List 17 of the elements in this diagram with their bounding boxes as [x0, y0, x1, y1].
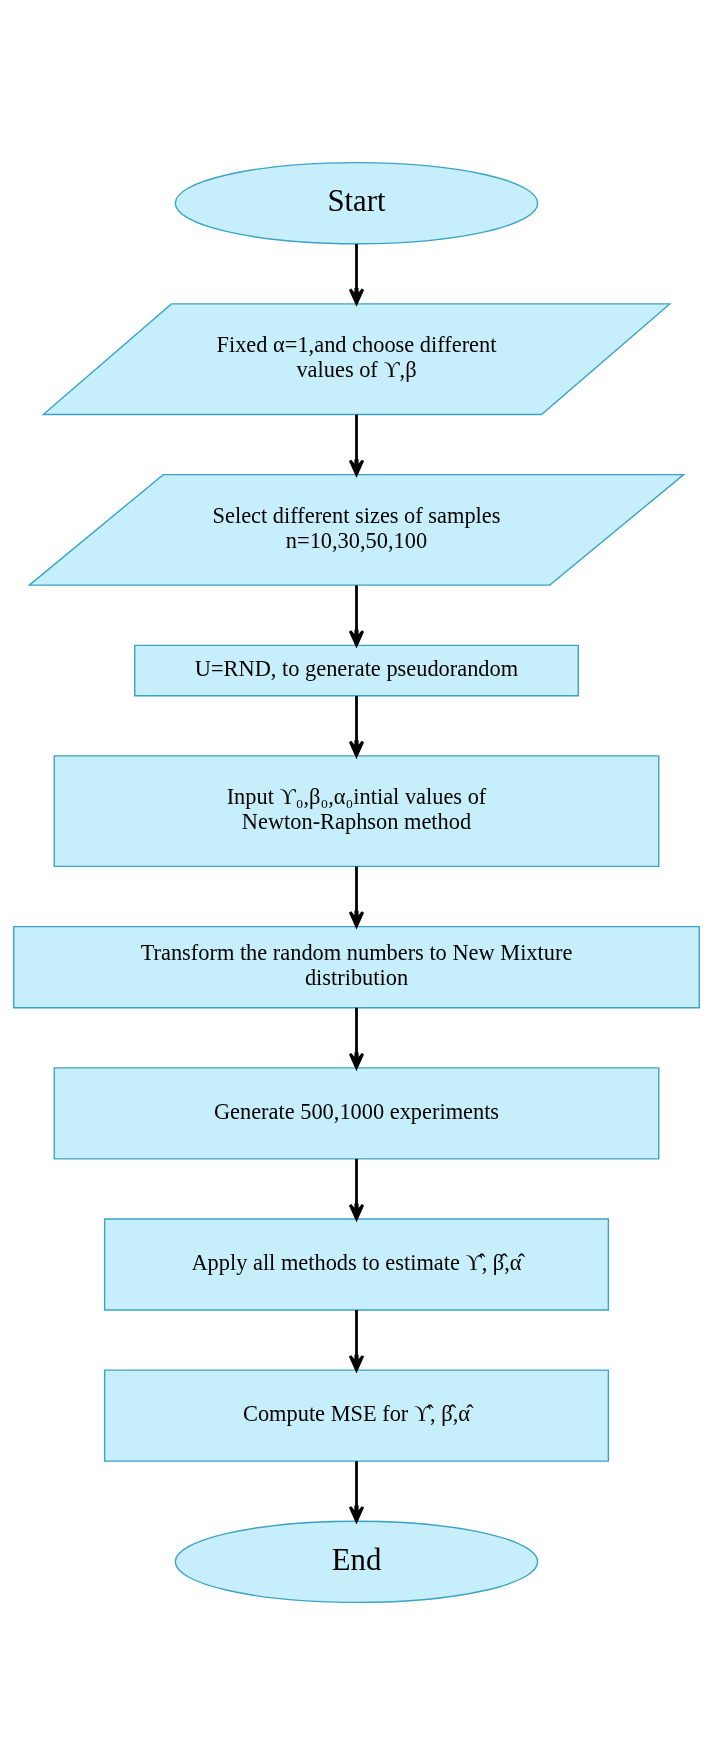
arrow: [348, 695, 365, 757]
node-box: U=RND, to generate pseudorandom: [134, 644, 579, 696]
node-ellipse: End: [174, 1520, 539, 1603]
node-box: Apply all methods to estimate ϒ̂, β̂,α̂: [103, 1217, 610, 1311]
node-box: Input ϒ₀,β₀,α₀intial values of Newton-Raphson method: [53, 754, 660, 867]
arrow: [348, 414, 365, 476]
node-box: Compute MSE for ϒ̂, β̂,α̂: [103, 1368, 610, 1462]
arrow: [348, 1460, 365, 1522]
arrow: [348, 1007, 365, 1069]
arrow: [348, 1309, 365, 1371]
arrow: [348, 243, 365, 305]
arrow: [348, 866, 365, 928]
node-box: Transform the random numbers to New Mixture distribution: [13, 925, 700, 1008]
arrow: [348, 1158, 365, 1220]
node-box: Generate 500,1000 experiments: [53, 1066, 660, 1160]
arrow: [348, 584, 365, 646]
node-ellipse: Start: [174, 161, 539, 244]
